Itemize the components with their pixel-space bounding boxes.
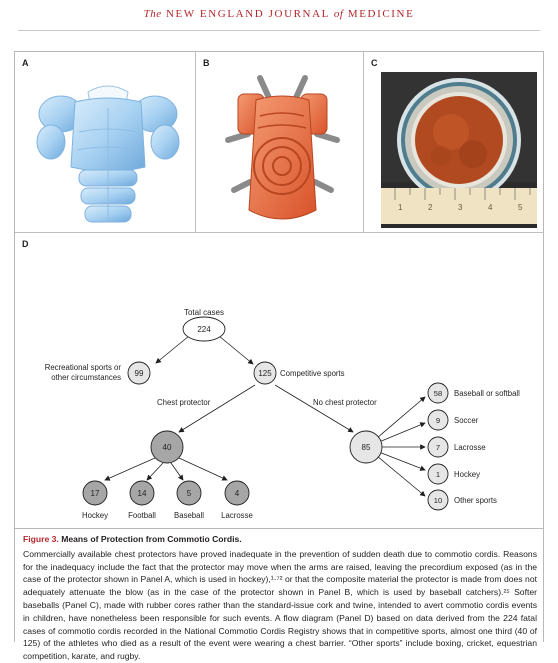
- panel-divider-bc: [363, 52, 364, 232]
- caption-body: Commercially available chest protectors …: [23, 548, 537, 662]
- protected-sport-label: Lacrosse: [221, 511, 253, 520]
- protected-sport-value: 14: [138, 489, 147, 498]
- chest-protector-node: [150, 430, 184, 464]
- figure-3: A B C D: [14, 51, 544, 661]
- catcher-chest-protector-illustration: [225, 75, 340, 220]
- edge-chest-lacrosse: [178, 457, 228, 481]
- ruler-label: 3: [458, 203, 463, 212]
- unprotected-sport-label: Lacrosse: [454, 443, 486, 452]
- unprotected-sport-node: [427, 489, 449, 511]
- unprotected-sport-value: 9: [436, 416, 440, 425]
- panel-divider-horizontal: [15, 232, 543, 233]
- chest-protector-value: 40: [163, 443, 172, 452]
- edge-competitive-nochest: [274, 384, 354, 433]
- competitive-value: 125: [258, 369, 272, 378]
- unprotected-sport-value: 10: [434, 496, 442, 505]
- edge-nochest-other: [376, 455, 426, 497]
- unprotected-sport-value: 1: [436, 470, 440, 479]
- competitive-node: [253, 361, 277, 385]
- protected-sport-node: [224, 480, 250, 506]
- panel-d-label: D: [22, 239, 29, 249]
- unprotected-sport-label: Other sports: [454, 496, 497, 505]
- protected-sport-value: 4: [235, 489, 240, 498]
- protected-sport-value: 17: [91, 489, 100, 498]
- protected-sport-label: Football: [128, 511, 156, 520]
- journal-the: The: [143, 8, 162, 20]
- unprotected-sport-label: Soccer: [454, 416, 479, 425]
- journal-name-mid: NEW ENGLAND JOURNAL: [165, 8, 330, 20]
- protected-sport-value: 5: [187, 489, 192, 498]
- protected-sport-node: [82, 480, 108, 506]
- protected-sport-label: Hockey: [82, 511, 108, 520]
- recreational-label-line2: other circumstances: [51, 373, 121, 382]
- edge-chest-hockey: [104, 457, 156, 481]
- recreational-node: [127, 361, 151, 385]
- figure-caption: Figure 3. Means of Protection from Commo…: [23, 533, 537, 663]
- recreational-label-line1: Recreational sports or: [45, 363, 122, 372]
- panel-divider-ab: [195, 52, 196, 232]
- edge-chest-football: [146, 462, 164, 481]
- protected-sport-node: [176, 480, 202, 506]
- unprotected-sport-node: [427, 436, 449, 458]
- unprotected-sport-node: [427, 382, 449, 404]
- caption-divider: [15, 528, 543, 642]
- protected-sport-node: [129, 480, 155, 506]
- ruler-label: 2: [428, 203, 433, 212]
- no-chest-protector-node: [349, 430, 383, 464]
- total-value: 224: [197, 325, 211, 334]
- ruler-label: 1: [398, 203, 403, 212]
- edge-nochest-soccer: [378, 422, 426, 443]
- unprotected-sport-value: 7: [436, 443, 440, 452]
- unprotected-sport-node: [427, 409, 449, 431]
- recreational-value: 99: [135, 369, 144, 378]
- chest-protector-label: Chest protector: [157, 398, 211, 407]
- edge-chest-baseball: [170, 462, 184, 481]
- protected-sport-label: Baseball: [174, 511, 204, 520]
- caption-figure-number: Figure 3.: [23, 534, 59, 544]
- ruler-label: 4: [488, 203, 493, 212]
- edge-total-recreational: [155, 335, 190, 364]
- header-rule: [18, 30, 540, 31]
- edge-total-competitive: [218, 335, 254, 365]
- unprotected-sport-node: [427, 463, 449, 485]
- hockey-chest-protector-illustration: [36, 85, 180, 223]
- no-chest-protector-value: 85: [362, 443, 371, 452]
- unprotected-sport-label: Baseball or softball: [454, 389, 520, 398]
- total-cases-label: Total cases: [184, 308, 224, 317]
- edge-nochest-baseball: [376, 396, 426, 439]
- soft-baseball-cross-section-photo: 1 2 3 4 5: [381, 72, 537, 228]
- unprotected-sport-label: Hockey: [454, 470, 480, 479]
- edge-competitive-chest: [178, 384, 256, 433]
- journal-of: of: [333, 8, 344, 20]
- no-chest-protector-label: No chest protector: [313, 398, 377, 407]
- edge-nochest-hockey: [378, 451, 426, 471]
- journal-name-end: MEDICINE: [347, 8, 415, 20]
- caption-title: Figure 3. Means of Protection from Commo…: [23, 533, 537, 546]
- caption-title-text: Means of Protection from Commotio Cordis…: [61, 534, 242, 544]
- panel-a-label: A: [22, 58, 29, 68]
- competitive-label: Competitive sports: [280, 369, 345, 378]
- panel-b-label: B: [203, 58, 210, 68]
- flow-diagram: Total cases 224 Recreational sports or o…: [45, 308, 520, 520]
- ruler-label: 5: [518, 203, 523, 212]
- journal-header: The NEW ENGLAND JOURNAL of MEDICINE: [0, 8, 558, 20]
- panel-c-label: C: [371, 58, 378, 68]
- unprotected-sport-value: 58: [434, 389, 442, 398]
- total-node: [182, 316, 226, 342]
